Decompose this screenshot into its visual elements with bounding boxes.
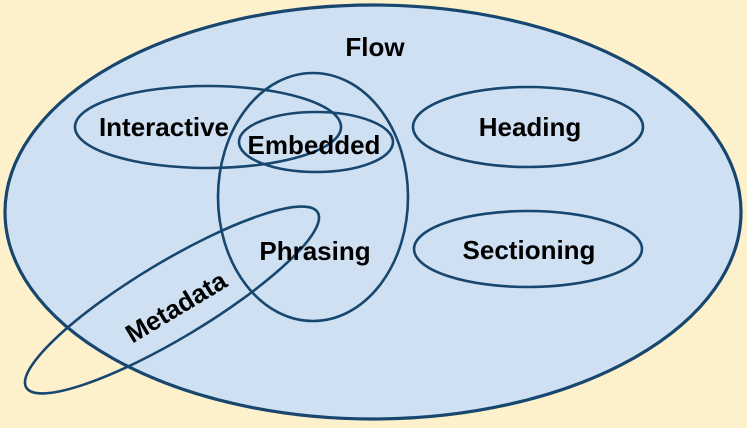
interactive-label: Interactive [99, 112, 229, 142]
heading-set-ellipse [411, 85, 645, 169]
embedded-label: Embedded [248, 130, 381, 160]
interactive-set-ellipse [73, 84, 343, 170]
heading-label: Heading [479, 112, 582, 142]
flow-set-ellipse [3, 3, 743, 421]
flow-label: Flow [345, 32, 405, 62]
sectioning-label: Sectioning [463, 235, 596, 265]
embedded-set-ellipse [237, 110, 395, 174]
sectioning-set-ellipse [412, 209, 644, 289]
phrasing-label: Phrasing [259, 236, 370, 266]
metadata-set-ellipse [23, 205, 321, 395]
phrasing-set-ellipse [216, 71, 410, 323]
